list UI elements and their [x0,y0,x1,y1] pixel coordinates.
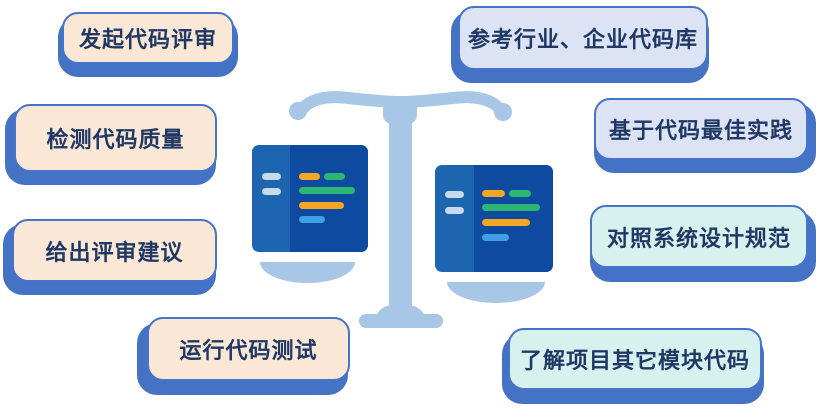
card-label: 基于代码最佳实践 [608,119,793,144]
code-window-right-body [474,165,553,272]
balance-scale-graphic [252,91,553,328]
card-check-code-quality: 检测代码质量 [14,104,217,172]
card-label: 参考行业、企业代码库 [467,28,698,53]
card-label: 检测代码质量 [46,128,185,153]
code-window-left-body [290,145,368,252]
card-label: 给出评审建议 [45,240,184,266]
card-label: 运行代码测试 [179,339,318,364]
card-give-review-suggestions: 给出评审建议 [12,219,217,282]
card-code-best-practices: 基于代码最佳实践 [594,98,808,160]
card-label: 对照系统设计规范 [606,226,791,252]
card-label: 了解项目其它模块代码 [519,349,750,374]
scale-base [359,314,443,328]
scale-post [389,116,412,318]
scale-hub [383,100,417,124]
card-system-design-spec: 对照系统设计规范 [590,205,808,268]
card-initiate-code-review: 发起代码评审 [62,12,234,64]
code-window-right-sidebar-lines [445,191,464,214]
balance-scale-icon [260,91,545,328]
card-reference-industry-codebase: 参考行业、企业代码库 [458,6,708,70]
scale-beam-left-curl-icon [289,102,307,120]
code-window-icon-right [435,165,553,272]
card-run-code-tests: 运行代码测试 [147,317,350,381]
scale-right-pan [447,282,545,303]
card-label: 发起代码评审 [78,28,217,53]
card-understand-other-modules: 了解项目其它模块代码 [508,328,762,390]
code-window-right-code-lines [482,190,540,241]
scale-beam-right-curl-icon [494,103,512,121]
code-window-icon-left [252,145,368,252]
code-window-left-code-lines [299,173,355,223]
code-window-left-sidebar-lines [262,173,281,195]
scale-left-pan [260,262,355,283]
